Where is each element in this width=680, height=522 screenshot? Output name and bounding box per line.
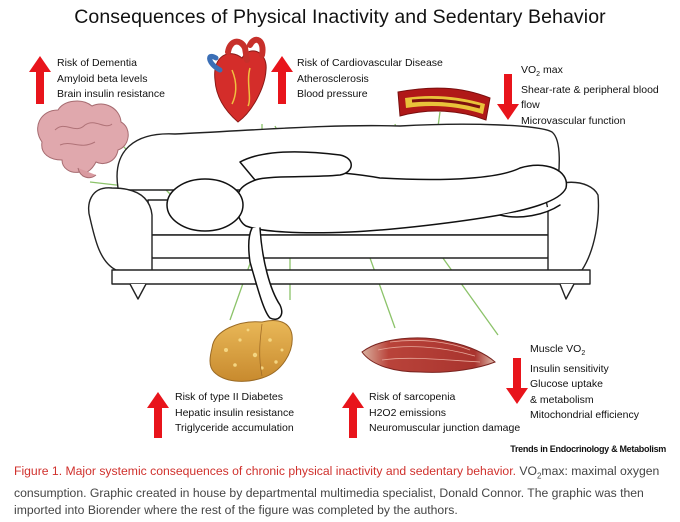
down-arrow-icon (506, 358, 528, 404)
sarcopenia-effect-line: H2O2 emissions (369, 406, 447, 419)
sarcopenia-effect-line: Risk of sarcopenia (369, 391, 456, 403)
heart-effect-line: Risk of Cardiovascular Disease (297, 57, 443, 69)
brain-effects: Risk of Dementia Amyloid beta levels Bra… (57, 56, 165, 103)
brain-effect-line: Amyloid beta levels (57, 72, 148, 85)
brain-icon (37, 100, 129, 179)
up-arrow-icon (147, 392, 169, 438)
vessel-effect-line: flow (521, 99, 540, 112)
liver-effect-line: Risk of type II Diabetes (175, 391, 283, 403)
vessel-effect-line: Microvascular function (521, 114, 626, 127)
heart-effect-line: Blood pressure (297, 88, 368, 100)
blood-vessel-icon (397, 87, 491, 121)
muscle-effect-line: Glucose uptake (530, 378, 603, 391)
muscle-effects: Muscle VO2 Insulin sensitivity Glucose u… (530, 342, 639, 424)
up-arrow-icon (271, 56, 293, 104)
muscle-effect-line: & metabolism (530, 393, 594, 406)
caption-vo-sub: 2 (536, 471, 542, 481)
caption-vo: VO (515, 464, 537, 478)
liver-effect-line: Triglyceride accumulation (175, 422, 294, 434)
journal-credit: Trends in Endocrinology & Metabolism (510, 444, 666, 454)
liver-effects: Risk of type II Diabetes Hepatic insulin… (175, 390, 294, 437)
figure-caption: Figure 1. Major systemic consequences of… (14, 463, 668, 520)
sarcopenia-effect-line: Neuromuscular junction damage (369, 422, 521, 434)
caption-lead: Figure 1. Major systemic consequences of… (14, 464, 516, 478)
liver-effect-line: Hepatic insulin resistance (175, 406, 295, 419)
vo2max-line: VO2 max (521, 64, 563, 79)
liver-icon (209, 320, 293, 382)
muscle-effect-line: Mitochondrial efficiency (530, 409, 639, 422)
heart-icon (207, 36, 267, 123)
person-illustration (166, 151, 568, 320)
brain-effect-line: Brain insulin resistance (57, 88, 165, 100)
muscle-vo2-line: Muscle VO2 (530, 343, 586, 358)
down-arrow-icon (497, 74, 519, 120)
brain-effect-line: Risk of Dementia (57, 57, 137, 69)
vessel-effects: VO2 max Shear-rate & peripheral blood fl… (521, 63, 659, 129)
muscle-effect-line: Insulin sensitivity (530, 362, 609, 375)
diagram-illustration (29, 36, 600, 438)
figure-title: Consequences of Physical Inactivity and … (74, 6, 606, 28)
caption-rest: max: maximal oxygen consumption. Graphic… (14, 464, 660, 518)
sarcopenia-effects: Risk of sarcopenia H2O2 emissions Neurom… (369, 390, 520, 437)
heart-effect-line: Atherosclerosis (297, 72, 369, 85)
up-arrow-icon (29, 56, 51, 104)
up-arrow-icon (342, 392, 364, 438)
muscle-icon (361, 337, 496, 373)
heart-effects: Risk of Cardiovascular Disease Atheroscl… (297, 56, 443, 103)
vessel-effect-line: Shear-rate & peripheral blood (521, 83, 659, 96)
